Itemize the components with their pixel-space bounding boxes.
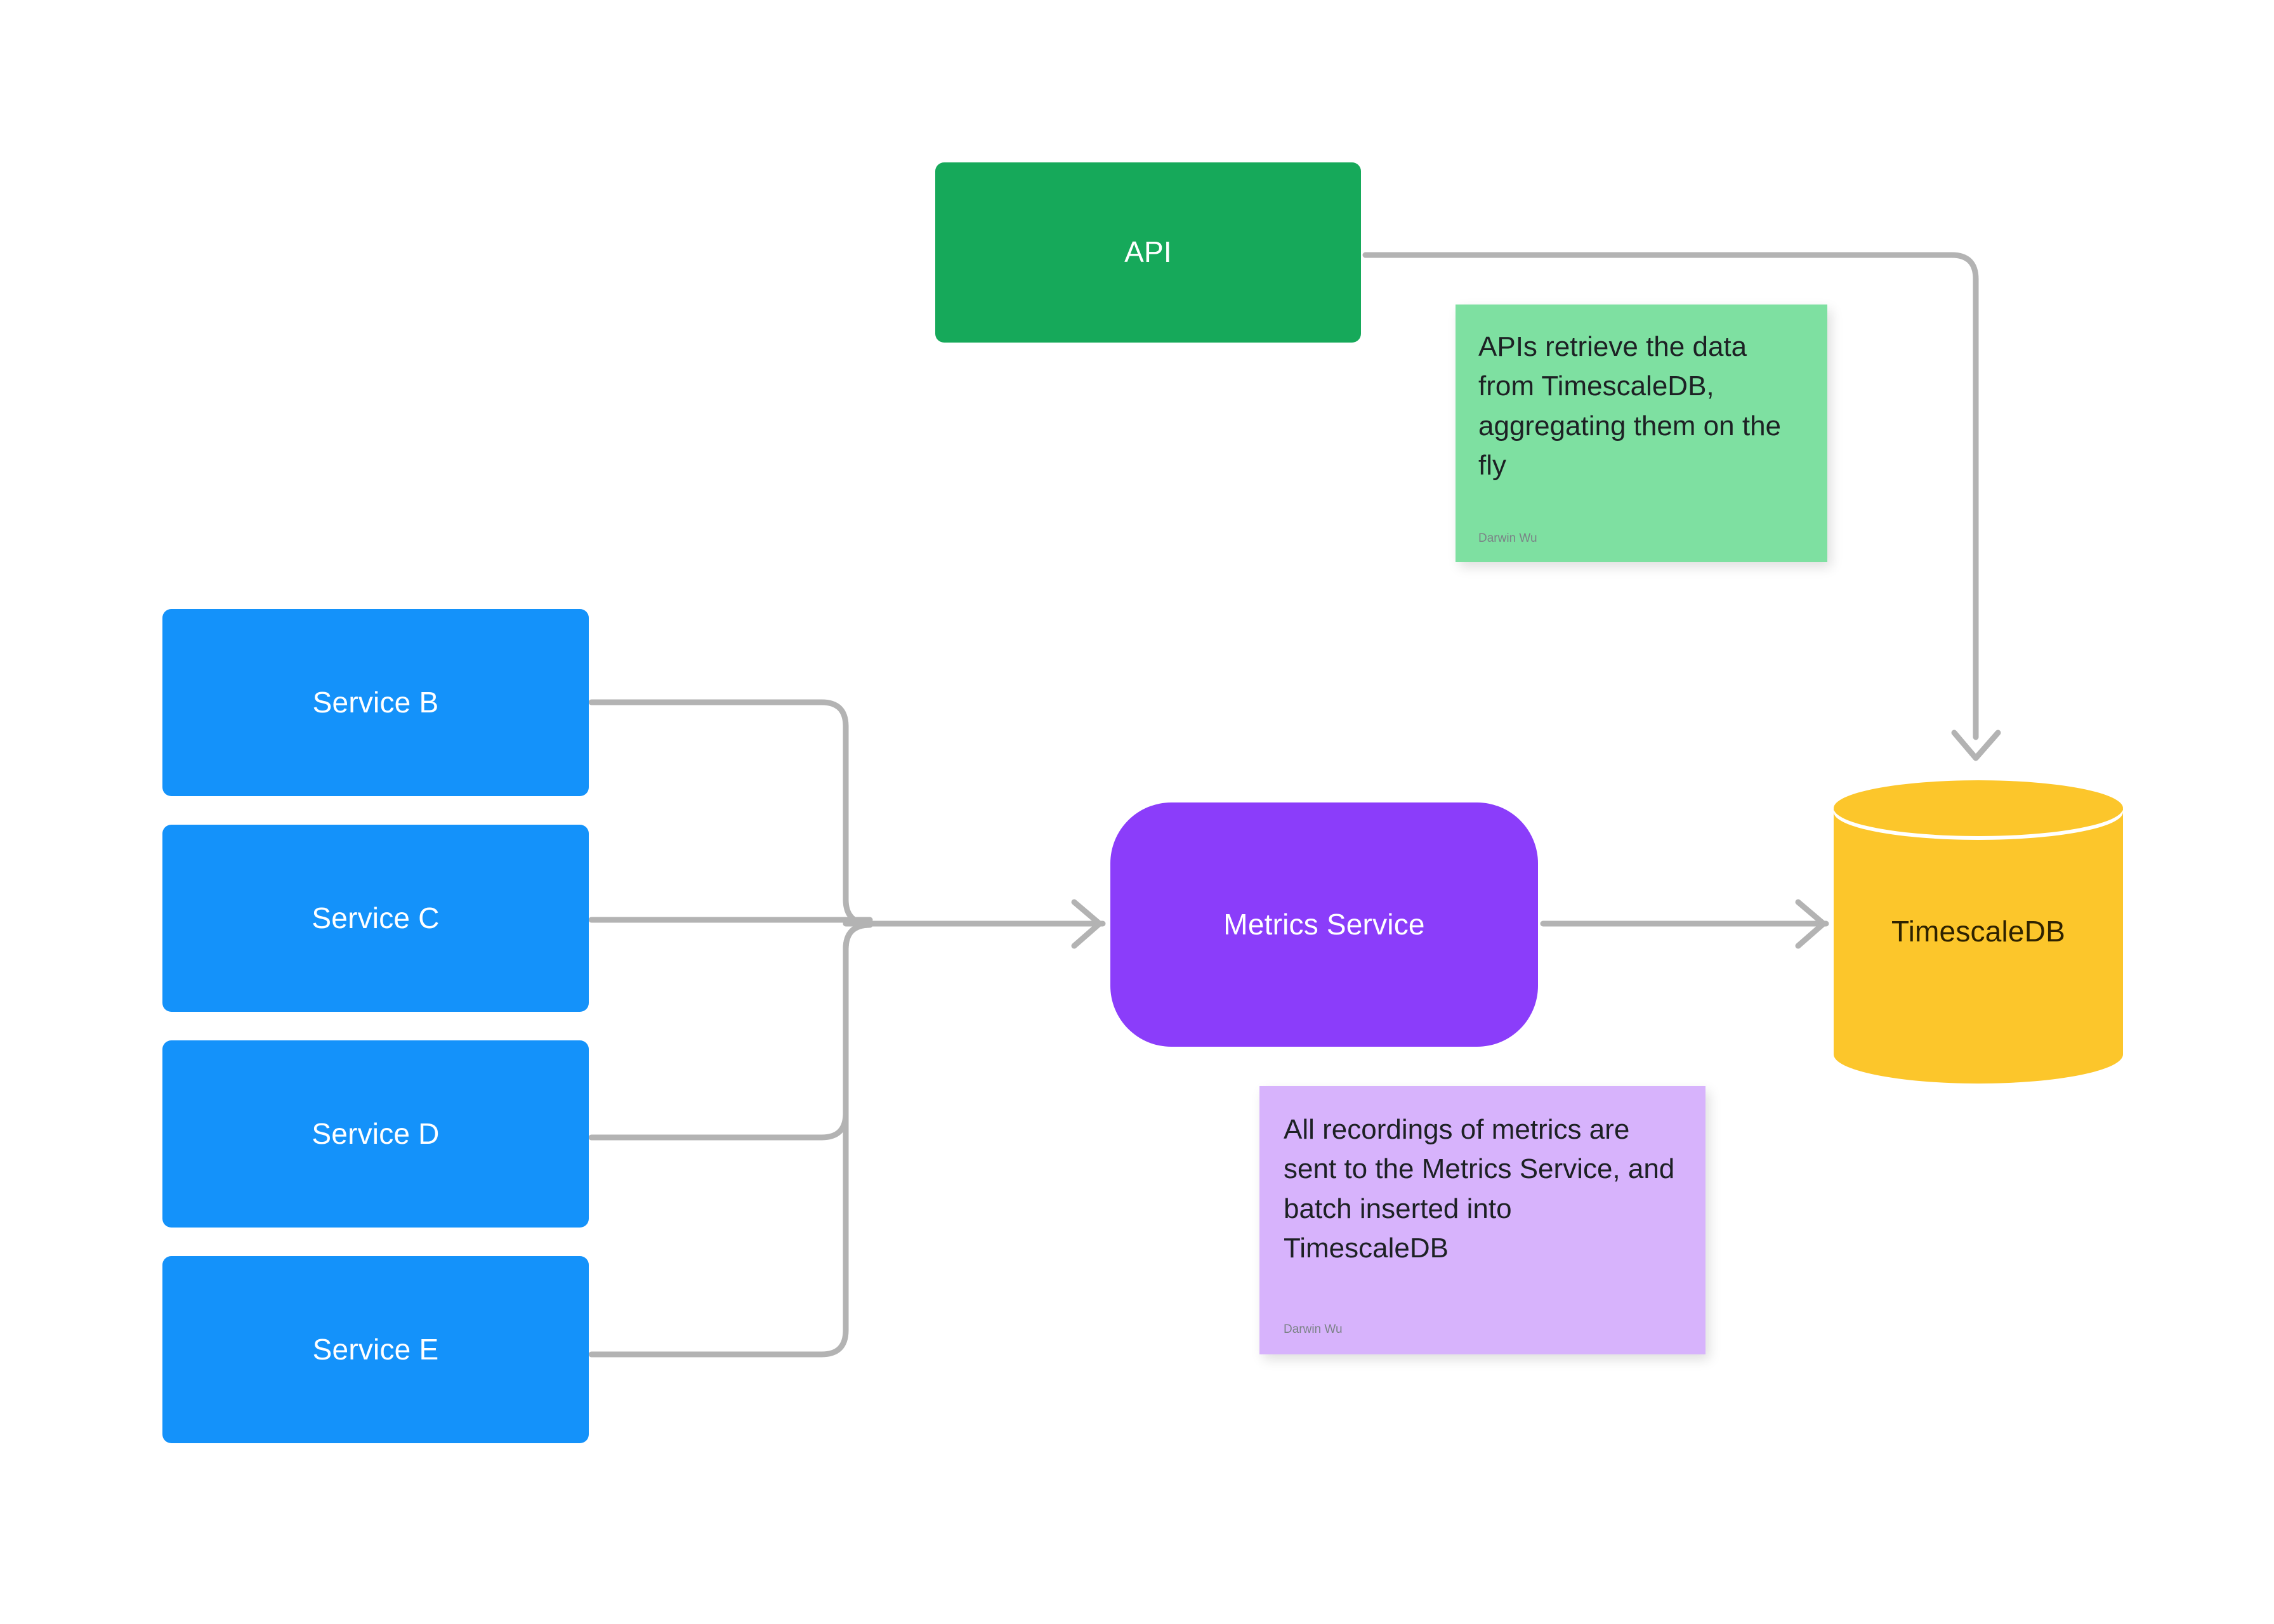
sticky-note-metrics-text: All recordings of metrics are sent to th… [1284, 1114, 1675, 1264]
edge-service-e-to-metrics [588, 922, 873, 1358]
arrowhead-into-timescaledb-top [1951, 730, 2001, 761]
node-api[interactable]: API [935, 162, 1361, 343]
sticky-note-metrics[interactable]: All recordings of metrics are sent to th… [1259, 1086, 1705, 1354]
node-api-label: API [1124, 235, 1172, 269]
arrowhead-into-metrics [1071, 899, 1103, 949]
node-service-e[interactable]: Service E [162, 1256, 589, 1443]
cylinder-body-shape [1834, 809, 2123, 1084]
node-service-c-label: Service C [312, 901, 440, 934]
node-service-d-label: Service D [312, 1116, 440, 1150]
node-service-c[interactable]: Service C [162, 825, 589, 1012]
arrowhead-into-timescaledb [1795, 899, 1827, 949]
sticky-note-metrics-author: Darwin Wu [1284, 1323, 1343, 1336]
node-timescaledb[interactable]: TimescaleDB [1834, 780, 2123, 1084]
node-timescaledb-label: TimescaleDB [1891, 915, 2065, 948]
edge-service-d-to-metrics [588, 922, 873, 1141]
node-service-d[interactable]: Service D [162, 1040, 589, 1228]
edge-service-b-to-metrics [588, 699, 873, 927]
node-metrics-service-label: Metrics Service [1223, 907, 1425, 941]
node-metrics-service[interactable]: Metrics Service [1110, 802, 1538, 1047]
sticky-note-api-text: APIs retrieve the data from TimescaleDB,… [1478, 331, 1782, 481]
node-service-e-label: Service E [312, 1332, 439, 1366]
cylinder-top-ellipse [1834, 780, 2123, 836]
node-service-b[interactable]: Service B [162, 609, 589, 796]
sticky-note-api[interactable]: APIs retrieve the data from TimescaleDB,… [1456, 304, 1827, 562]
node-service-b-label: Service B [312, 685, 439, 719]
sticky-note-api-author: Darwin Wu [1478, 532, 1537, 545]
